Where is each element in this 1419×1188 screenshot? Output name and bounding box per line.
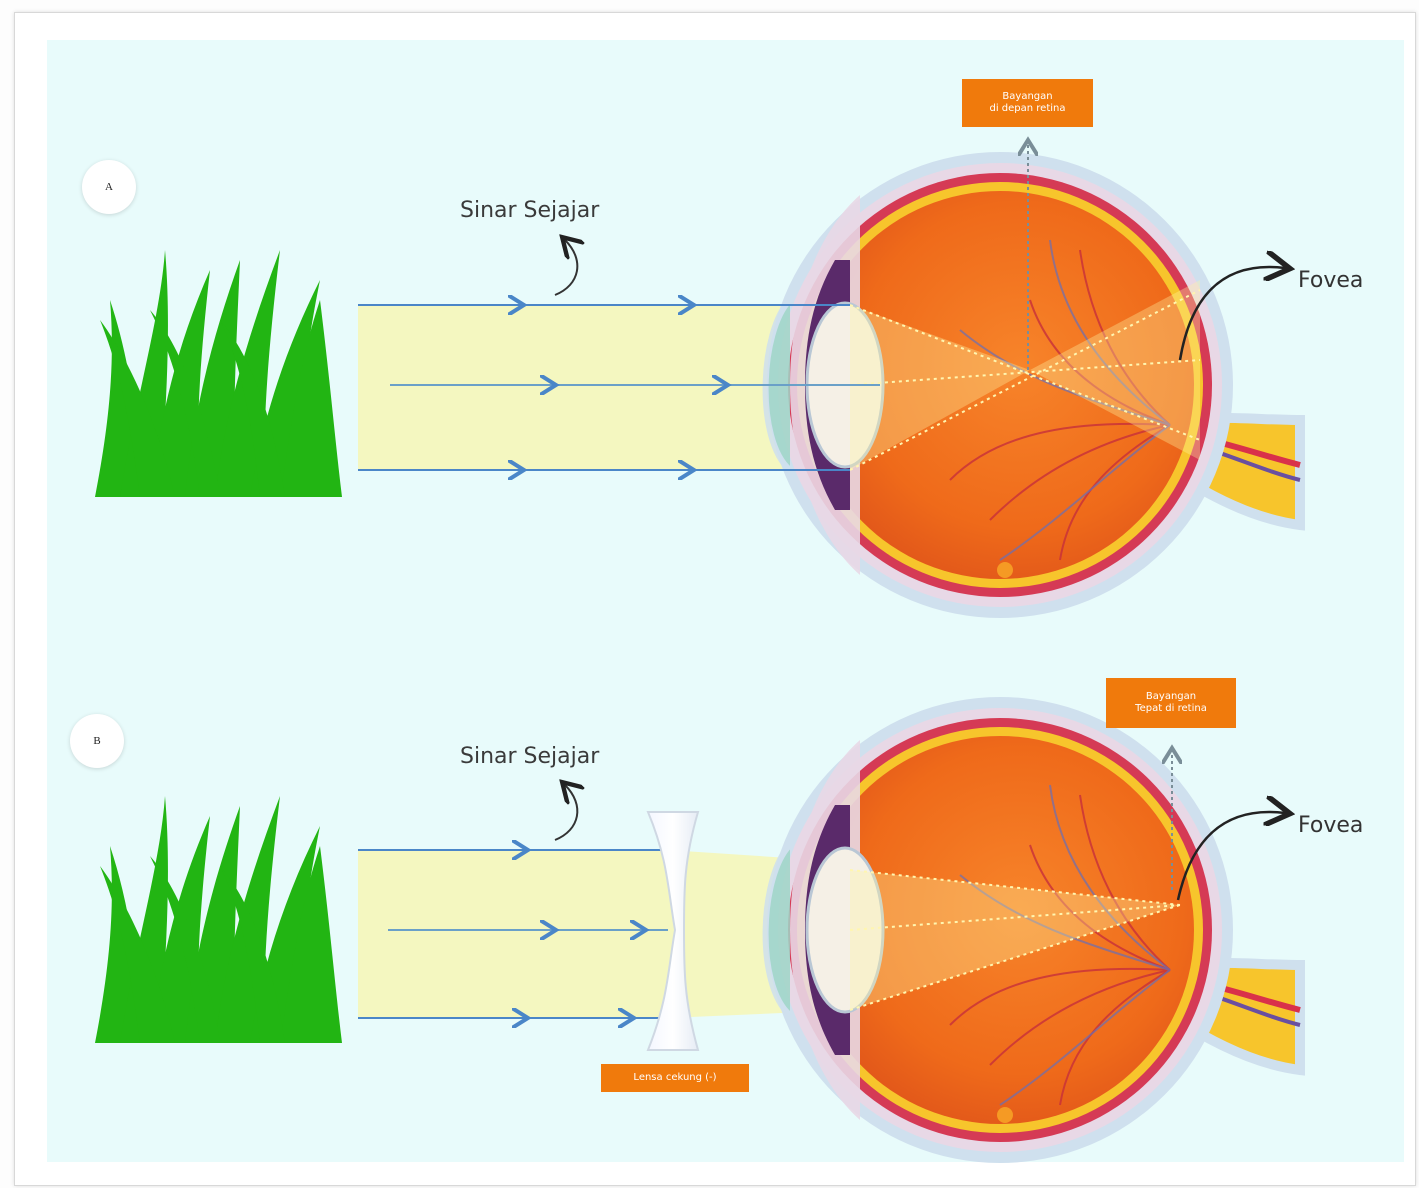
fovea-label-b: Fovea: [1298, 813, 1363, 838]
ray-label-a: Sinar Sejajar: [460, 198, 599, 223]
image-tag-b-line2: Tepat di retina: [1135, 703, 1207, 715]
grass-a: [95, 250, 342, 497]
panel-a-badge: A: [82, 160, 136, 214]
ray-label-b: Sinar Sejajar: [460, 744, 599, 769]
image-tag-a-line1: Bayangan: [1002, 91, 1052, 103]
image-tag-a: Bayangan di depan retina: [962, 79, 1093, 127]
image-tag-a-line2: di depan retina: [989, 103, 1065, 115]
image-tag-b: Bayangan Tepat di retina: [1106, 678, 1236, 728]
panel-b-badge: B: [70, 714, 124, 768]
ray-label-pointer-a: [555, 240, 577, 295]
ray-label-pointer-b: [555, 785, 577, 840]
light-beam-b: [358, 850, 668, 1018]
image-tag-b-line1: Bayangan: [1146, 691, 1196, 703]
lens-tag: Lensa cekung (-): [601, 1064, 749, 1092]
grass-b: [95, 796, 342, 1043]
fovea-label-a: Fovea: [1298, 268, 1363, 293]
